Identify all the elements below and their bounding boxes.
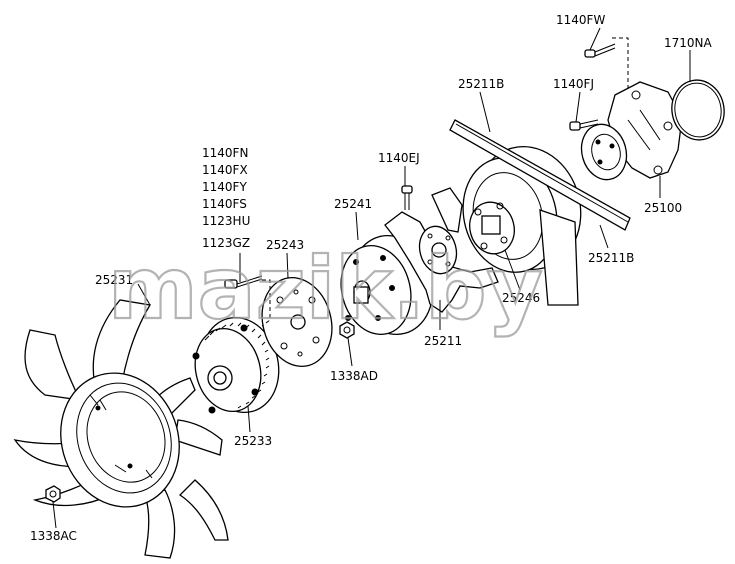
label-1338ad: 1338AD [330,369,378,383]
bolt-1140fw [584,43,616,58]
bolt-1123gz [224,275,263,289]
label-25246: 25246 [502,291,540,305]
label-1140fx: 1140FX [202,163,248,177]
label-25211b-top: 25211B [458,77,504,91]
part-labels: 1140FW 1710NA 25211B 1140FJ 1140FN 1140F… [30,13,713,543]
label-1140fj: 1140FJ [553,77,594,91]
label-1140fs: 1140FS [202,197,247,211]
leader-lines [52,27,691,529]
label-1123hu: 1123HU [202,214,250,228]
label-25233: 25233 [234,434,272,448]
label-1140ej: 1140EJ [378,151,420,165]
cooling-fan [13,299,229,559]
gasket-1710na [671,79,725,141]
label-25100: 25100 [644,201,682,215]
water-pump [580,81,683,181]
label-25211: 25211 [424,334,462,348]
nut-1338ad [339,321,355,339]
label-25211b-right: 25211B [588,251,634,265]
label-25231: 25231 [95,273,133,287]
label-1338ac: 1338AC [30,529,77,543]
label-25243: 25243 [266,238,304,252]
label-1140fy: 1140FY [202,180,247,194]
label-1140fw: 1140FW [556,13,605,27]
nut-1338ac [45,485,61,503]
label-1123gz: 1123GZ [202,236,250,250]
bolt-1140ej [401,185,413,210]
label-25241: 25241 [334,197,372,211]
watermark-text: mazik.by [108,239,543,339]
bolt-1140fj [569,119,599,131]
label-1710na: 1710NA [664,36,713,50]
bracket-25211 [384,187,499,313]
fan-clutch [192,316,280,414]
spacer-plate [261,277,333,367]
label-1140fn: 1140FN [202,146,248,160]
v-belt [449,119,631,306]
